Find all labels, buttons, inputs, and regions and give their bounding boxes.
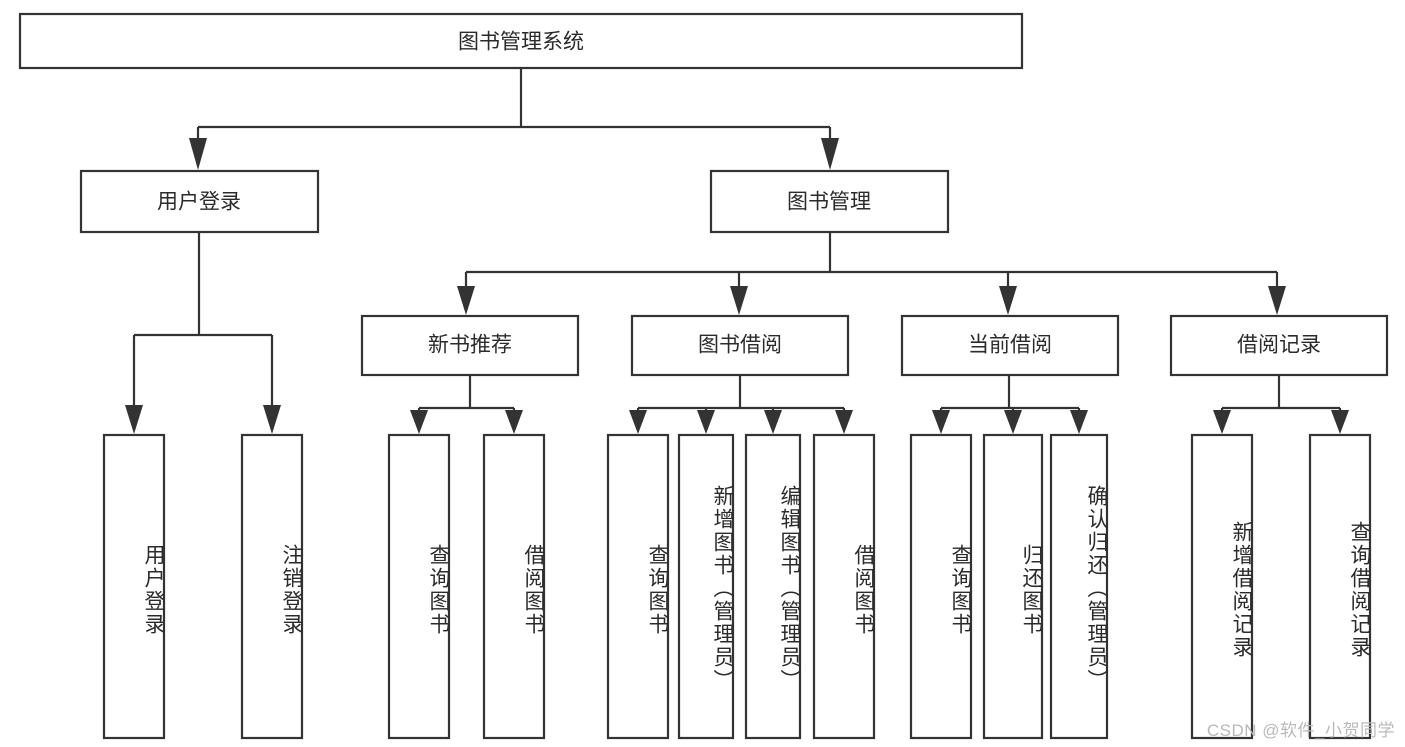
arrowhead-leaf-query-book-borrow — [629, 410, 647, 434]
arrowhead-leaf-borrow-book — [835, 410, 853, 434]
arrowhead-book-management — [821, 138, 839, 170]
node-leaf-query-book-current[interactable] — [909, 433, 973, 740]
label-current-borrow: 当前借阅 — [968, 334, 1052, 357]
connector-layer — [125, 68, 1349, 434]
arrowhead-new-book-recommend — [457, 286, 475, 315]
node-leaf-query-borrow-record[interactable] — [1308, 433, 1372, 740]
node-borrow-record[interactable] — [1169, 314, 1389, 377]
label-book-management: 图书管理 — [787, 191, 871, 214]
csdn-watermark: CSDN @软件_小贺同学 — [1206, 721, 1395, 740]
arrowhead-user-login — [189, 138, 207, 170]
arrowhead-leaf-borrow-book-recommend — [505, 410, 523, 434]
node-book-borrow[interactable] — [630, 314, 850, 377]
label-new-book-recommend: 新书推荐 — [428, 334, 512, 357]
arrowhead-leaf-query-book-recommend — [410, 410, 428, 434]
arrowhead-leaf-user-login — [125, 405, 143, 434]
node-leaf-add-book-admin[interactable] — [677, 433, 735, 740]
node-root[interactable] — [18, 12, 1024, 70]
node-new-book-recommend[interactable] — [360, 314, 580, 377]
node-leaf-borrow-book[interactable] — [812, 433, 876, 740]
node-leaf-query-book-recommend[interactable] — [387, 433, 451, 740]
node-leaf-query-book-borrow[interactable] — [606, 433, 670, 740]
label-book-borrow: 图书借阅 — [698, 334, 782, 357]
arrowhead-leaf-query-borrow-record — [1331, 410, 1349, 434]
arrowhead-leaf-logout-login — [263, 405, 281, 434]
node-leaf-add-borrow-record[interactable] — [1190, 433, 1254, 740]
node-book-management[interactable] — [709, 169, 950, 234]
node-leaf-return-book[interactable] — [982, 433, 1044, 740]
arrowhead-current-borrow — [999, 286, 1017, 315]
label-borrow-record: 借阅记录 — [1237, 334, 1321, 357]
node-leaf-user-login[interactable] — [102, 433, 166, 740]
label-root: 图书管理系统 — [458, 31, 584, 54]
node-leaf-edit-book-admin[interactable] — [744, 433, 802, 740]
node-leaf-confirm-return-admin[interactable] — [1049, 433, 1109, 740]
arrowhead-leaf-add-borrow-record — [1213, 410, 1231, 434]
label-user-login: 用户登录 — [157, 191, 241, 214]
node-leaf-borrow-book-recommend[interactable] — [482, 433, 546, 740]
arrowhead-leaf-add-book-admin — [697, 410, 715, 434]
arrowhead-leaf-query-book-current — [932, 410, 950, 434]
arrowhead-borrow-record — [1268, 286, 1286, 315]
node-current-borrow[interactable] — [900, 314, 1120, 377]
arrowhead-book-borrow — [730, 286, 748, 315]
node-box-layer — [18, 12, 1389, 740]
node-user-login[interactable] — [79, 169, 320, 234]
arrowhead-leaf-return-book — [1004, 410, 1022, 434]
horizontal-label-layer: 图书管理系统 用户登录 图书管理 新书推荐 图书借阅 当前借阅 借阅记录 — [157, 31, 1321, 357]
arrowhead-leaf-edit-book-admin — [764, 410, 782, 434]
node-leaf-logout-login[interactable] — [240, 433, 304, 740]
arrowhead-leaf-confirm-return-admin — [1070, 410, 1088, 434]
